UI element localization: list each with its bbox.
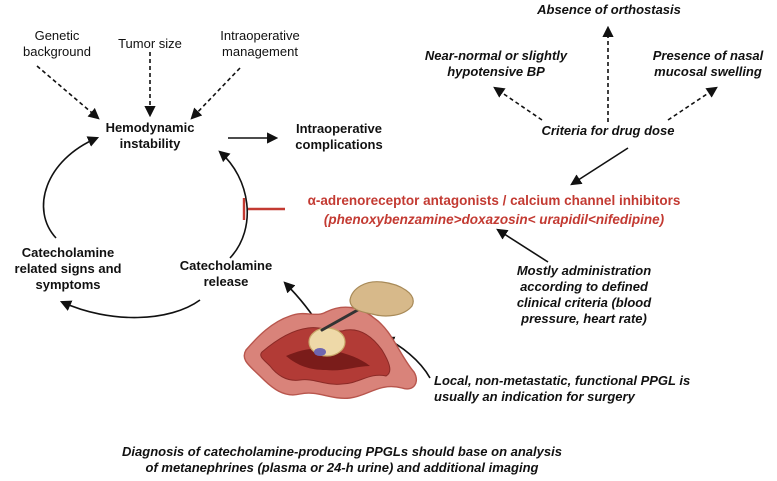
hemodynamic-instability-label: Hemodynamic instability bbox=[105, 120, 195, 151]
tumor-spot bbox=[314, 348, 326, 356]
adrenal-gland-surgery-illustration bbox=[243, 281, 418, 399]
drug-classes-label: α-adrenoreceptor antagonists / calcium c… bbox=[307, 193, 681, 208]
genetic-background-label: Genetic background bbox=[23, 28, 91, 59]
gloved-hand bbox=[349, 281, 414, 317]
arrow-administration-to-drugs bbox=[496, 228, 549, 263]
arrow-genetic-to-instability bbox=[36, 65, 100, 120]
diagnosis-label: Diagnosis of catecholamine-producing PPG… bbox=[122, 444, 562, 475]
catecholamine-signs-label: Catecholamine related signs and symptoms bbox=[14, 245, 122, 292]
administration-criteria-label: Mostly administration according to defin… bbox=[516, 263, 652, 326]
local-indication-label: Local, non-metastatic, functional PPGL i… bbox=[434, 373, 691, 404]
near-normal-bp-label: Near-normal or slightly hypotensive BP bbox=[424, 48, 568, 79]
arrow-criteria-to-drugs bbox=[570, 147, 629, 186]
arrow-criteria-to-near-normal bbox=[493, 86, 543, 121]
arrow-signs-to-instability bbox=[42, 136, 100, 239]
tumor-size-label: Tumor size bbox=[118, 36, 182, 51]
arrow-criteria-to-nasal bbox=[667, 86, 718, 121]
intraoperative-complications-label: Intraoperative complications bbox=[295, 121, 383, 152]
intraoperative-management-label: Intraoperative management bbox=[220, 28, 300, 59]
catecholamine-release-label: Catecholamine release bbox=[179, 258, 273, 289]
criteria-for-drug-dose-label: Criteria for drug dose bbox=[541, 123, 675, 138]
drug-order-label: (phenoxybenzamine>doxazosin< urapidil<ni… bbox=[323, 212, 665, 227]
nasal-swelling-label: Presence of nasal mucosal swelling bbox=[652, 48, 764, 79]
arrow-management-to-instability bbox=[190, 67, 241, 120]
adrenal-medulla bbox=[286, 348, 370, 371]
arrow-release-to-signs bbox=[59, 299, 201, 319]
absence-of-orthostasis-label: Absence of orthostasis bbox=[537, 2, 681, 17]
arrow-release-to-instability bbox=[218, 150, 249, 259]
